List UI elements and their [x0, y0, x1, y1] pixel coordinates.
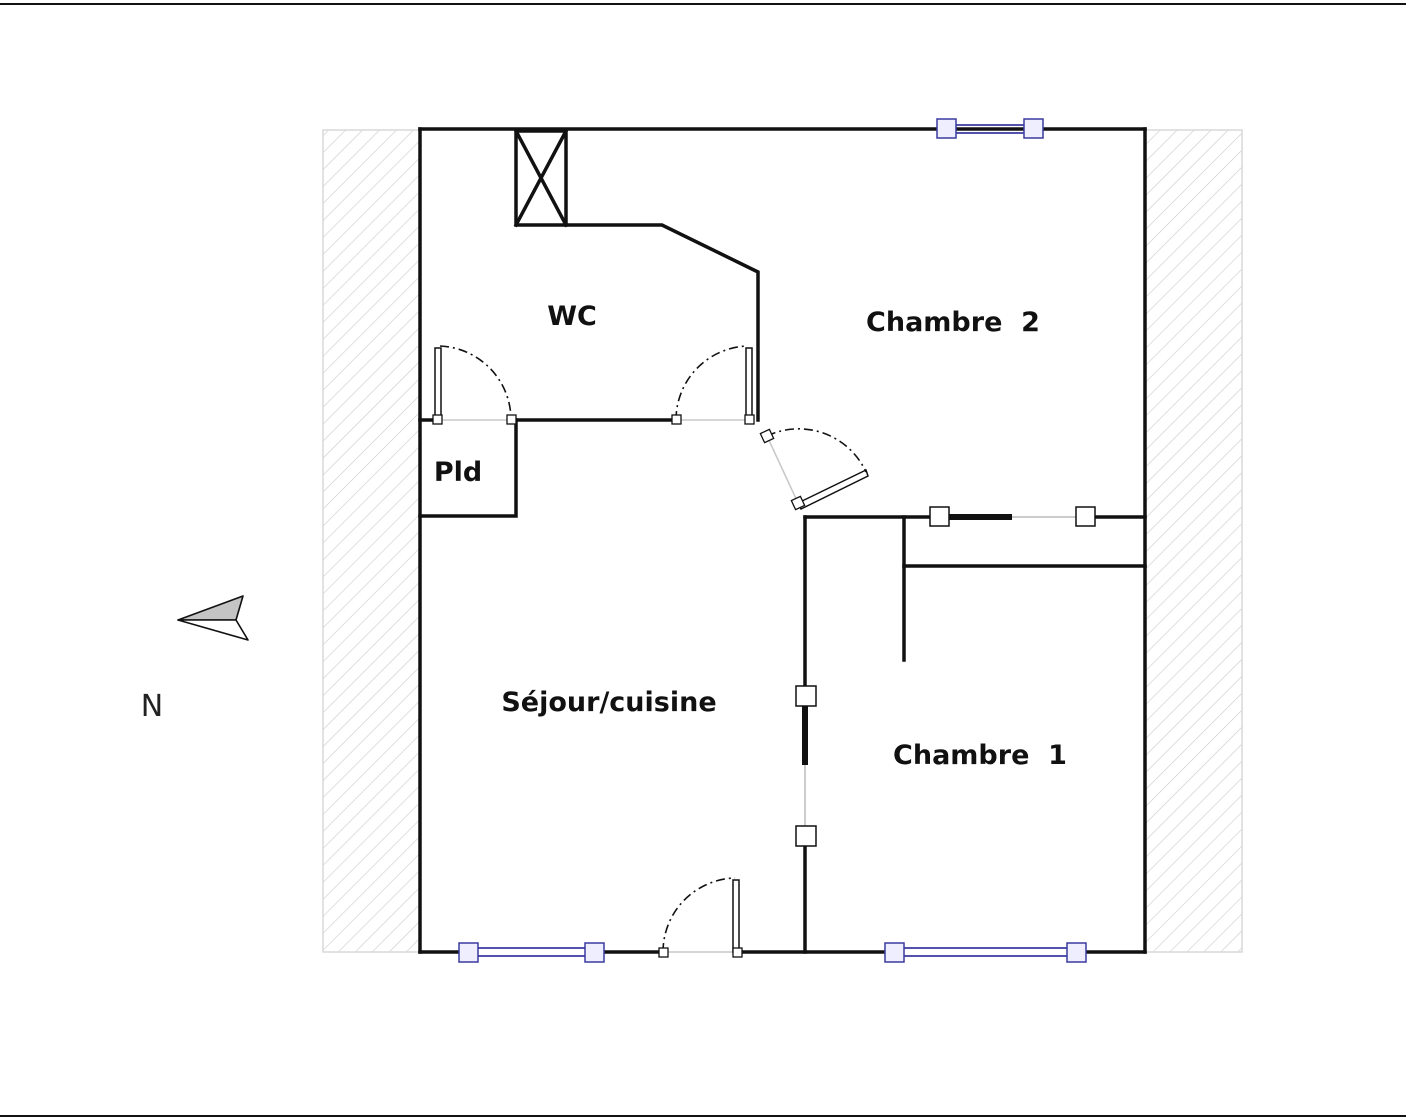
door-pld [432, 345, 517, 425]
walls [418, 127, 1147, 954]
window-bottom-chambre1 [884, 942, 1087, 963]
sliding-door-chambre1 [795, 685, 817, 847]
left-hatched-zone [322, 129, 421, 953]
window-top-chambre2 [936, 118, 1044, 139]
room-label-sejour: Séjour/cuisine [501, 687, 716, 718]
door-entrance [658, 877, 743, 958]
room-label-pld: Pld [434, 457, 482, 488]
door-wc [671, 345, 755, 425]
window-bottom-sejour [458, 942, 605, 963]
room-label-chambre2: Chambre 2 [866, 307, 1040, 338]
door-chambre2 [759, 428, 869, 511]
sliding-door-closet [929, 506, 1096, 527]
right-hatched-zone [1144, 129, 1243, 953]
north-label: N [141, 689, 163, 724]
room-label-wc: WC [547, 301, 597, 332]
north-arrow-icon [177, 595, 249, 641]
room-label-chambre1: Chambre 1 [893, 740, 1067, 771]
